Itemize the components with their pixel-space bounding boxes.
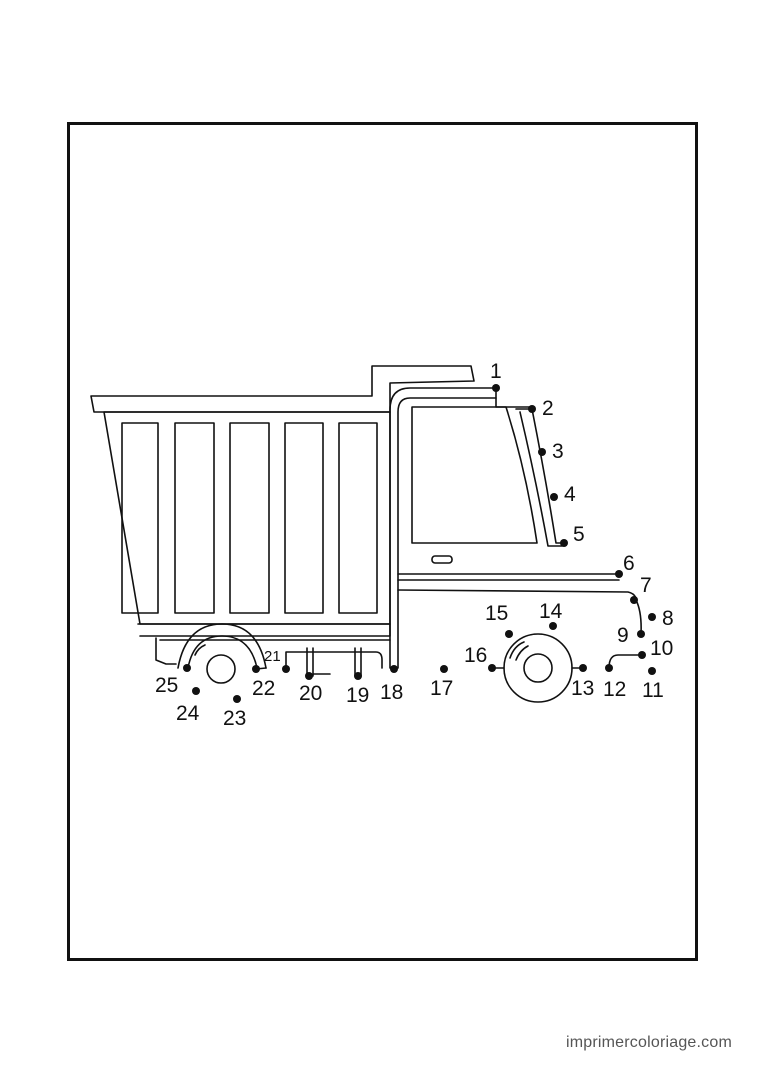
dot-label-13: 13 bbox=[571, 677, 594, 700]
dot-label-23: 23 bbox=[223, 707, 246, 730]
cab-inner bbox=[397, 397, 497, 669]
site-credit: imprimercoloriage.com bbox=[565, 1034, 732, 1051]
dot-label-18: 18 bbox=[380, 681, 403, 704]
page-border-frame bbox=[67, 122, 698, 961]
a-pillar bbox=[515, 408, 565, 547]
chassis bbox=[155, 637, 391, 665]
dot-label-7: 7 bbox=[640, 574, 652, 597]
cab-outline bbox=[389, 387, 533, 669]
dot-22 bbox=[252, 665, 260, 673]
hood bbox=[397, 573, 637, 601]
dot-3 bbox=[538, 448, 546, 456]
dot-24 bbox=[192, 687, 200, 695]
door-handle bbox=[431, 555, 453, 564]
bed-body bbox=[103, 411, 391, 625]
dot-20 bbox=[305, 672, 313, 680]
dot-14 bbox=[549, 622, 557, 630]
front-wheel bbox=[503, 633, 573, 703]
dot-16 bbox=[488, 664, 496, 672]
rear-arch-inner bbox=[187, 635, 258, 669]
dot-label-10: 10 bbox=[650, 637, 673, 660]
side-step bbox=[285, 651, 383, 669]
windshield bbox=[411, 406, 538, 544]
dot-label-17: 17 bbox=[430, 677, 453, 700]
dot-13 bbox=[579, 664, 587, 672]
dot-label-19: 19 bbox=[346, 684, 369, 707]
dot-label-6: 6 bbox=[623, 552, 635, 575]
dot-label-14: 14 bbox=[539, 600, 563, 623]
bed-rail bbox=[137, 623, 391, 637]
dot-11 bbox=[648, 667, 656, 675]
dot-25 bbox=[183, 664, 191, 672]
dot-17 bbox=[440, 665, 448, 673]
dot-10 bbox=[638, 651, 646, 659]
bed-panel-3 bbox=[229, 422, 270, 614]
bed-panel-5 bbox=[338, 422, 378, 614]
dot-label-8: 8 bbox=[662, 607, 674, 630]
bed-panel-1 bbox=[121, 422, 159, 614]
bed-panel-2 bbox=[174, 422, 215, 614]
dot-1 bbox=[492, 384, 500, 392]
dot-9 bbox=[637, 630, 645, 638]
dot-5 bbox=[560, 539, 568, 547]
rear-wheel-hub bbox=[206, 654, 236, 684]
dot-label-11: 11 bbox=[642, 679, 664, 702]
dot-7 bbox=[630, 596, 638, 604]
dot-6 bbox=[615, 570, 623, 578]
dot-label-20: 20 bbox=[299, 682, 322, 705]
dot-4 bbox=[550, 493, 558, 501]
dot-label-12: 12 bbox=[603, 678, 626, 701]
dot-label-4: 4 bbox=[564, 483, 576, 506]
dot-label-21: 21 bbox=[264, 648, 281, 665]
dot-18 bbox=[390, 665, 398, 673]
dot-label-24: 24 bbox=[176, 702, 200, 725]
dot-21 bbox=[282, 665, 290, 673]
dot-2 bbox=[528, 405, 536, 413]
dot-label-25: 25 bbox=[155, 674, 178, 697]
dot-label-15: 15 bbox=[485, 602, 508, 625]
dot-label-9: 9 bbox=[617, 624, 629, 647]
dot-12 bbox=[605, 664, 613, 672]
bed-panel-4 bbox=[284, 422, 324, 614]
dot-label-22: 22 bbox=[252, 677, 275, 700]
dot-label-2: 2 bbox=[542, 397, 554, 420]
front-wheel-hub bbox=[523, 653, 553, 683]
bed-rim bbox=[90, 365, 475, 413]
dot-19 bbox=[354, 672, 362, 680]
dot-label-1: 1 bbox=[490, 360, 502, 383]
dot-label-5: 5 bbox=[573, 523, 585, 546]
dot-group: 1234567891011121314151617181920212223242… bbox=[155, 360, 674, 730]
rear-arch bbox=[177, 623, 267, 669]
dot-label-16: 16 bbox=[464, 644, 487, 667]
dot-label-3: 3 bbox=[552, 440, 564, 463]
dot-8 bbox=[648, 613, 656, 621]
dot-15 bbox=[505, 630, 513, 638]
dot-23 bbox=[233, 695, 241, 703]
